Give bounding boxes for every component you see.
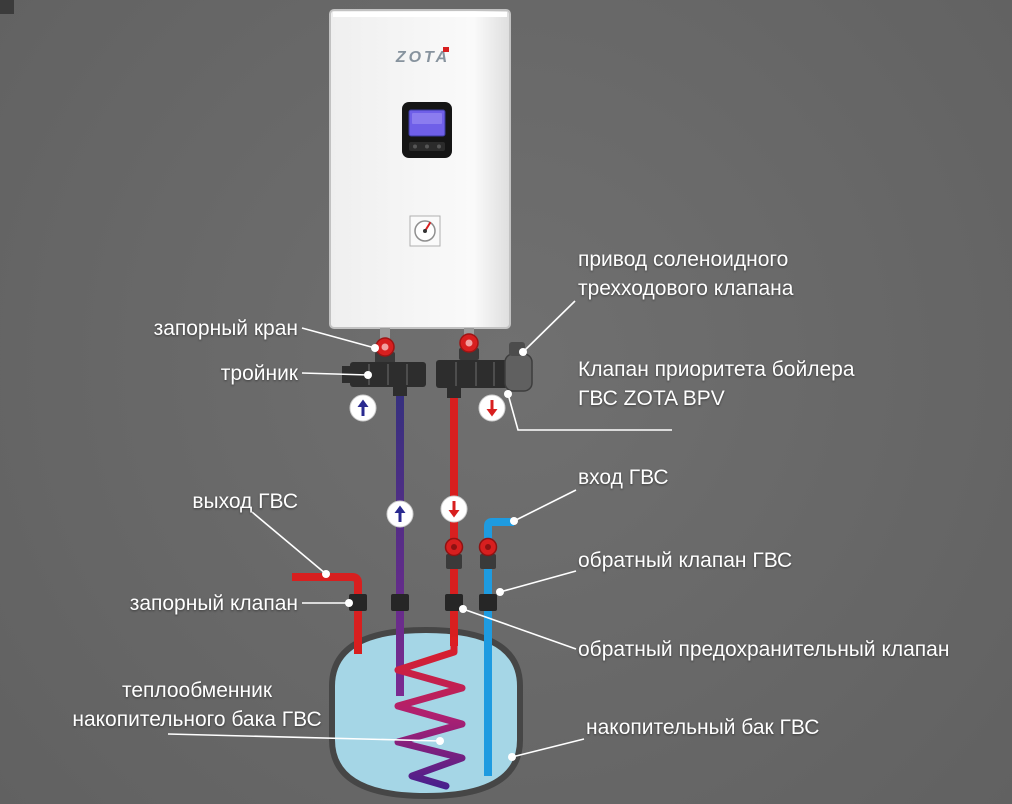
- flow-arrow-up-return-top: [349, 394, 377, 422]
- boiler-control-panel: [402, 102, 452, 158]
- leader-heat-exchanger: [167, 733, 441, 742]
- label-shutoff-tap: запорный кран: [153, 317, 298, 340]
- boiler-top-highlight: [333, 12, 507, 17]
- leader-safety-valve: [462, 608, 577, 650]
- leader-tee: [301, 372, 369, 376]
- label-heat-exchanger: теплообменник накопительного бака ГВС: [72, 679, 322, 731]
- label-shutoff-valve: запорный клапан: [129, 592, 298, 615]
- tank-fitting-supply: [445, 594, 463, 611]
- label-safety-check-valve: обратный предохранительный клапан: [578, 638, 950, 661]
- dhw-outlet-pipe: [292, 573, 362, 654]
- tank-fitting-inlet: [479, 594, 497, 611]
- label-dhw-inlet: вход ГВС: [578, 466, 669, 489]
- heating-coil: [394, 636, 466, 790]
- check-valve-hot: [444, 537, 464, 569]
- label-solenoid-drive: привод соленоидного трехходового клапана: [578, 248, 794, 300]
- label-check-valve: обратный клапан ГВС: [578, 549, 793, 572]
- leader-shutoff-tap: [301, 327, 376, 349]
- solenoid-actuator: [504, 342, 533, 392]
- tee-assembly: [342, 362, 426, 396]
- leader-storage-tank: [511, 738, 585, 758]
- leader-solenoid: [522, 300, 576, 353]
- cold-inlet-pipe: [484, 518, 514, 776]
- priority-valve-assembly: [436, 328, 533, 398]
- leader-dots: [322, 344, 527, 761]
- corner-artifact: [0, 0, 14, 14]
- label-tee: тройник: [220, 362, 298, 385]
- tank-fitting-return: [391, 594, 409, 611]
- leader-dhw-inlet: [513, 489, 577, 522]
- label-storage-tank: накопительный бак ГВС: [586, 716, 820, 739]
- tank-fitting-outlet: [349, 594, 367, 611]
- boiler: ZOTA: [329, 9, 511, 329]
- check-valve-cold: [478, 537, 498, 569]
- label-priority-valve: Клапан приоритета бойлера ГВС ZOTA BPV: [578, 358, 855, 410]
- flow-arrow-down-supply-mid: [440, 495, 468, 523]
- shutoff-tap-assembly: [375, 328, 395, 364]
- leader-check-valve: [499, 570, 577, 593]
- leader-lines: [167, 300, 672, 758]
- leader-priority-valve: [507, 393, 672, 431]
- pressure-gauge: [409, 215, 441, 247]
- flow-arrow-down-supply-top: [478, 394, 506, 422]
- zota-logo: ZOTA: [395, 49, 450, 66]
- label-dhw-outlet: выход ГВС: [192, 490, 298, 513]
- tank-fittings: [349, 594, 497, 611]
- leader-dhw-outlet: [251, 511, 327, 575]
- boiler-body: [329, 9, 511, 329]
- flow-arrow-up-return-mid: [386, 500, 414, 528]
- zota-logo-accent: [443, 47, 449, 52]
